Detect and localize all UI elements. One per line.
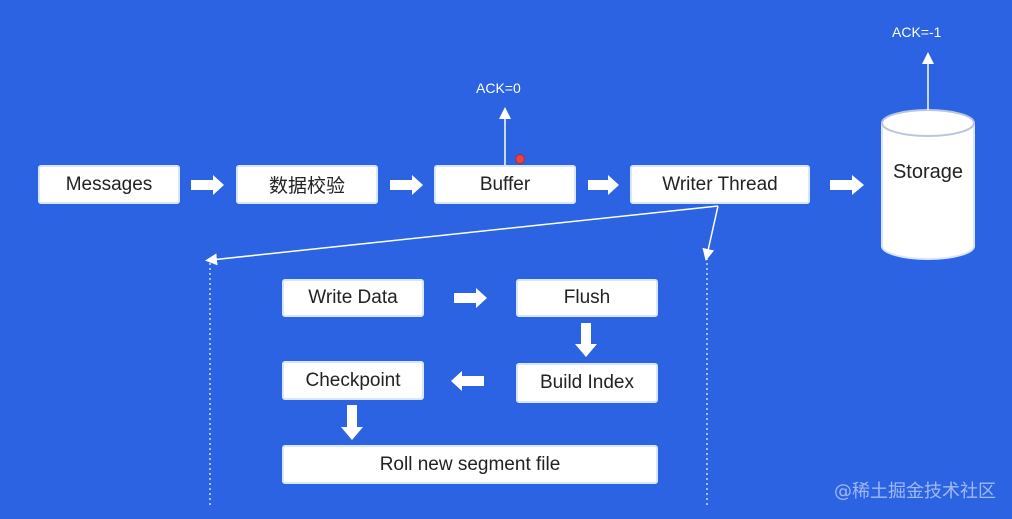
zoom-line-left xyxy=(205,205,719,266)
ack-buffer-label: ACK=0 xyxy=(476,80,521,96)
ack-storage-label: ACK=-1 xyxy=(892,24,942,40)
arrow-messages-to-validate xyxy=(191,175,224,195)
flush-label: Flush xyxy=(563,287,611,308)
writer-thread-node: Writer Thread xyxy=(630,165,810,204)
buffer-label: Buffer xyxy=(479,173,531,195)
write-data-label: Write Data xyxy=(308,287,398,308)
arrow-buffer-to-writer xyxy=(588,175,619,195)
watermark: @稀土掘金技术社区 xyxy=(834,481,996,502)
buffer-node: Buffer xyxy=(434,165,576,204)
checkpoint-node: Checkpoint xyxy=(282,361,424,400)
storage-label: Storage xyxy=(892,161,964,183)
arrow-write-to-flush xyxy=(454,288,487,308)
cursor-dot xyxy=(515,154,525,164)
arrow-validate-to-buffer xyxy=(390,175,423,195)
checkpoint-label: Checkpoint xyxy=(305,369,401,391)
messages-node: Messages xyxy=(38,165,180,204)
flush-node: Flush xyxy=(516,279,658,317)
detail-arrows xyxy=(341,288,597,440)
arrow-checkpoint-to-roll xyxy=(341,405,363,440)
arrow-flush-to-build-index xyxy=(575,323,597,357)
build-index-label: Build Index xyxy=(539,372,634,393)
roll-segment-node: Roll new segment file xyxy=(282,445,658,484)
validate-node: 数据校验 xyxy=(236,165,378,204)
validate-label: 数据校验 xyxy=(268,176,345,197)
build-index-node: Build Index xyxy=(516,363,658,403)
messages-label: Messages xyxy=(65,173,153,195)
arrow-writer-to-storage xyxy=(830,175,864,195)
pipeline-arrows xyxy=(191,175,864,195)
roll-segment-label: Roll new segment file xyxy=(379,453,561,475)
write-data-node: Write Data xyxy=(282,279,424,317)
zoom-line-right xyxy=(702,205,719,261)
arrow-build-index-to-checkpoint xyxy=(451,371,484,391)
writer-thread-label: Writer Thread xyxy=(662,173,778,195)
